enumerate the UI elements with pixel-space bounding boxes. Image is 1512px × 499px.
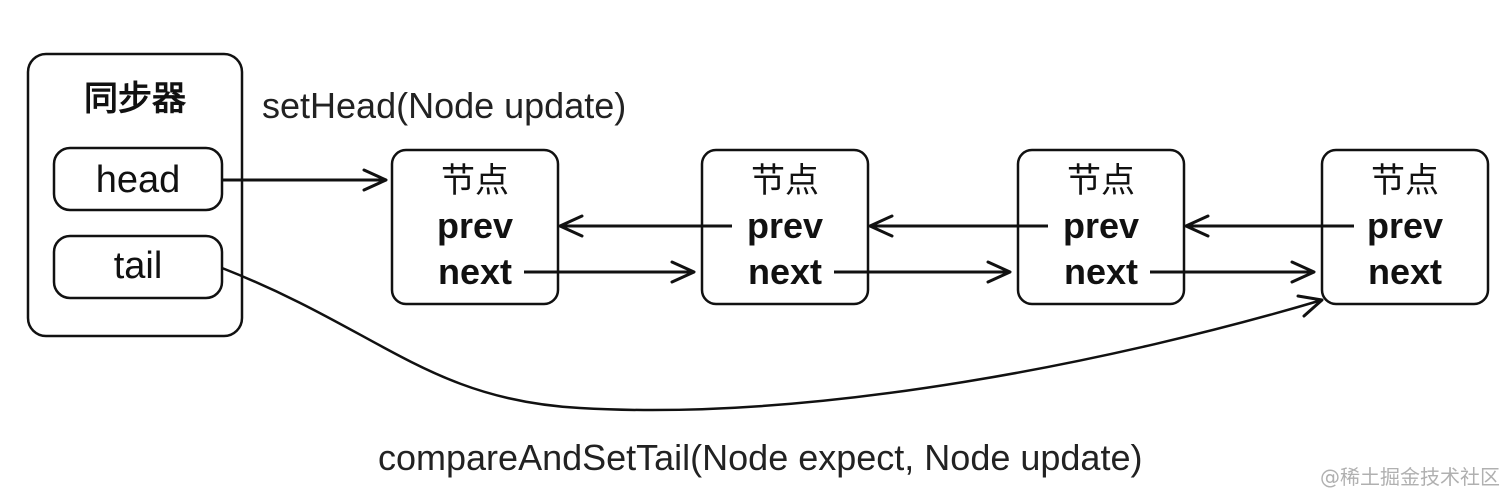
set-head-label: setHead(Node update) xyxy=(262,85,626,126)
node-2-title: 节点 xyxy=(751,161,819,201)
node-3-title: 节点 xyxy=(1067,161,1135,201)
node-1-frame xyxy=(390,148,560,306)
node-4-next-label: next xyxy=(1368,251,1442,292)
next-arrow-2-to-3-head xyxy=(986,260,1012,284)
next-arrow-3-to-4-head xyxy=(1290,260,1316,284)
prev-arrow-3-to-2-head xyxy=(868,214,894,238)
tail-pointer-curve xyxy=(221,266,1323,412)
node-1-next-label: next xyxy=(438,251,512,292)
synchronizer-box: 同步器 head tail xyxy=(26,52,244,338)
node-1-prev-label: prev xyxy=(437,205,513,246)
tail-pointer-arrowhead xyxy=(1296,294,1324,318)
synchronizer-title: 同步器 xyxy=(84,79,187,119)
node-4-title: 节点 xyxy=(1371,161,1439,201)
node-3-prev-label: prev xyxy=(1063,205,1139,246)
next-arrow-1-to-2-head xyxy=(670,260,696,284)
node-2-next-label: next xyxy=(748,251,822,292)
watermark-text: @稀土掘金技术社区 xyxy=(1320,465,1500,489)
node-4-prev-label: prev xyxy=(1367,205,1443,246)
node-2-prev-label: prev xyxy=(747,205,823,246)
prev-arrow-4-to-3 xyxy=(1184,214,1354,238)
node-1: 节点 prev next xyxy=(390,148,560,306)
head-pointer-arrow xyxy=(222,168,388,192)
node-3: 节点 prev next xyxy=(1016,148,1186,306)
next-arrow-1-to-2 xyxy=(524,260,696,284)
node-1-title: 节点 xyxy=(441,161,509,201)
prev-arrow-2-to-1 xyxy=(558,214,732,238)
next-arrow-3-to-4 xyxy=(1150,260,1316,284)
next-arrow-2-to-3 xyxy=(834,260,1012,284)
head-pointer-arrowhead xyxy=(362,168,388,192)
tail-field-label: tail xyxy=(114,245,163,287)
head-field-label: head xyxy=(96,159,181,201)
prev-arrow-4-to-3-head xyxy=(1184,214,1210,238)
prev-arrow-3-to-2 xyxy=(868,214,1048,238)
tail-field-frame xyxy=(52,234,224,300)
prev-arrow-2-to-1-head xyxy=(558,214,584,238)
node-3-next-label: next xyxy=(1064,251,1138,292)
tail-pointer-arrow xyxy=(221,266,1324,412)
compare-and-set-tail-label: compareAndSetTail(Node expect, Node upda… xyxy=(378,437,1142,478)
